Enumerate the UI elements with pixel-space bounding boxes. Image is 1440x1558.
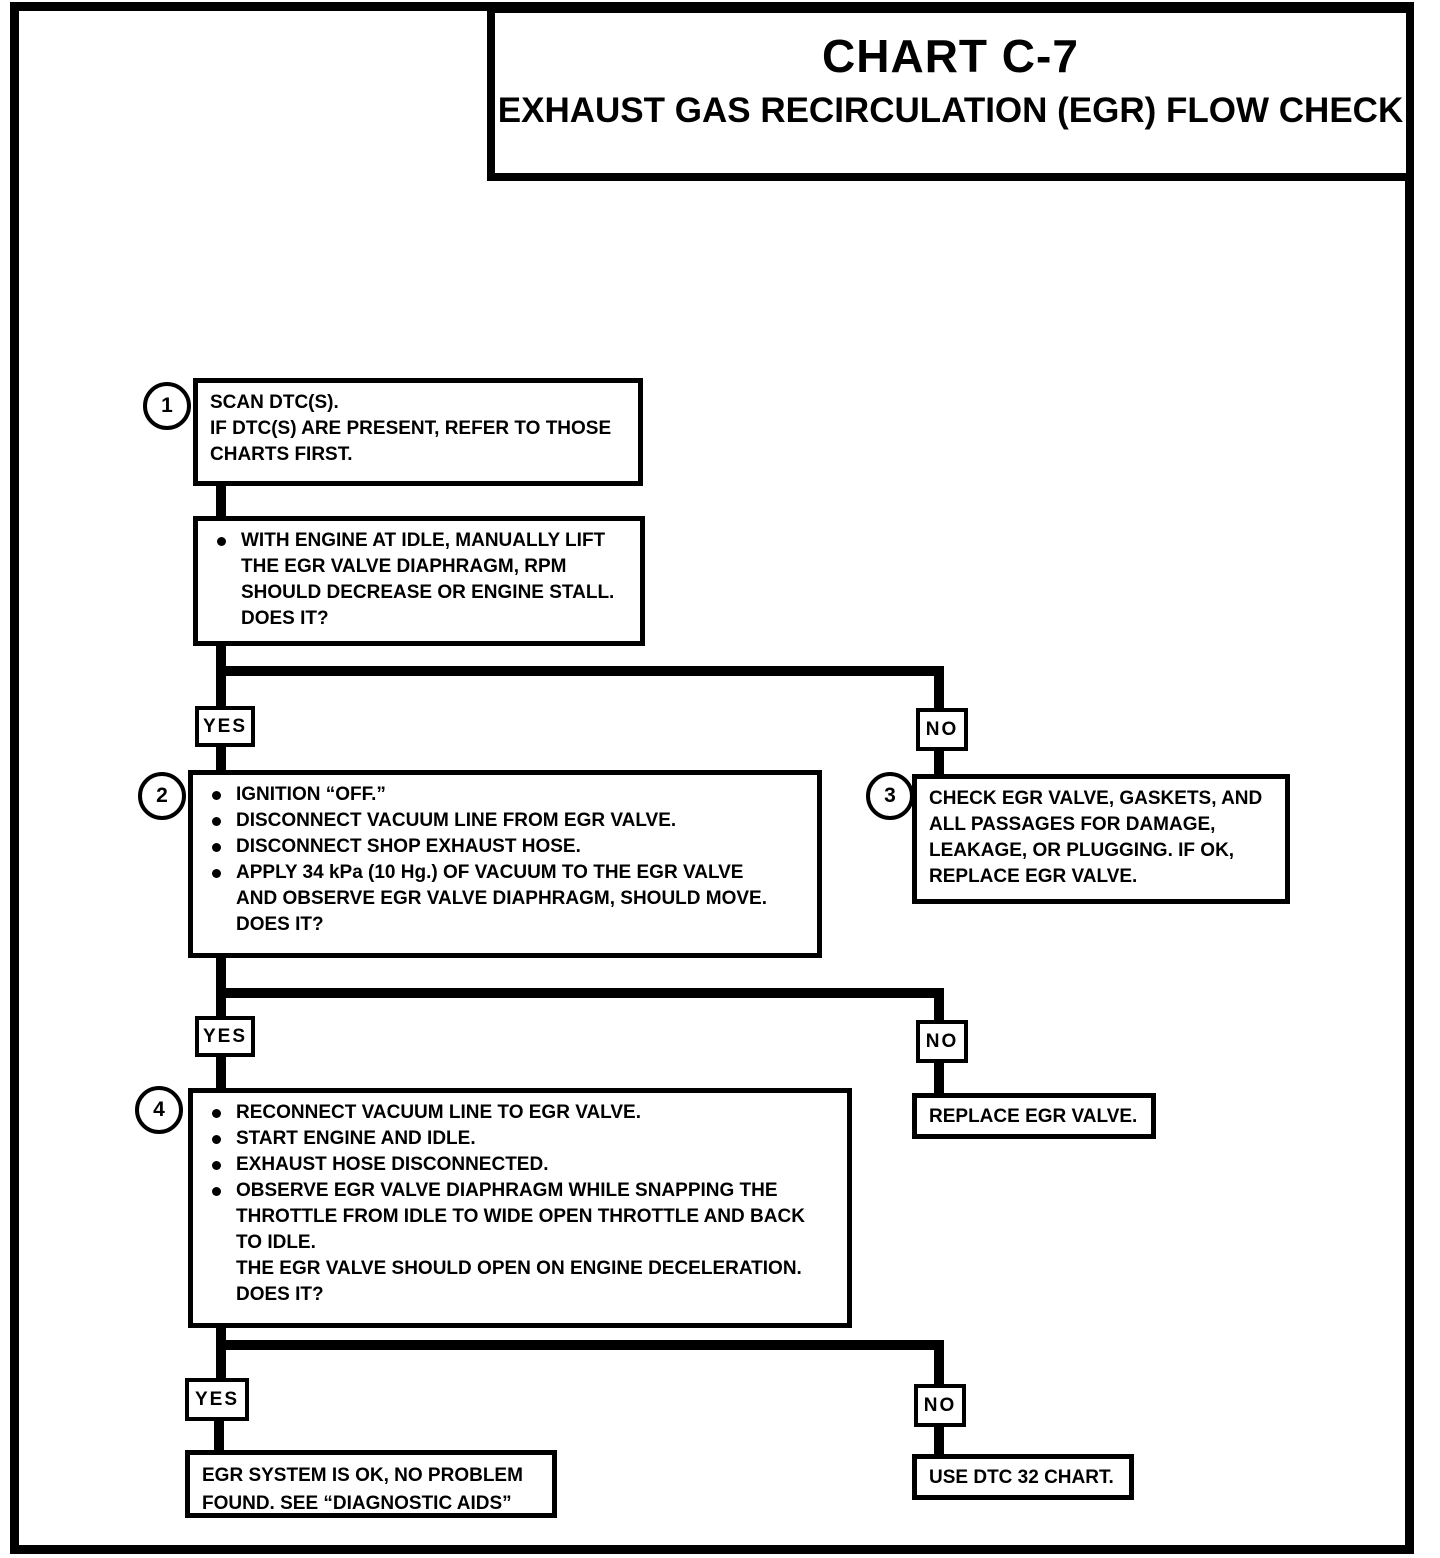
connector	[934, 749, 944, 777]
bullet-icon	[212, 1135, 221, 1144]
bullet-row: WITH ENGINE AT IDLE, MANUALLY LIFT THE E…	[210, 528, 632, 632]
step-4-number: 4	[135, 1086, 183, 1134]
bullet-icon	[212, 869, 221, 878]
connector	[216, 666, 944, 676]
connector	[216, 484, 226, 518]
bullet-icon	[212, 1187, 221, 1196]
chart-title: CHART C-7	[822, 30, 1079, 82]
branch-2-no-label: NO	[916, 1020, 968, 1063]
bullet-icon	[217, 537, 226, 546]
branch-2-yes-label: YES	[195, 1016, 255, 1057]
node-snap-throttle-test: RECONNECT VACUUM LINE TO EGR VALVE. STAR…	[188, 1088, 852, 1328]
bullet-row: APPLY 34 kPa (10 Hg.) OF VACUUM TO THE E…	[205, 860, 809, 938]
bullet-row: RECONNECT VACUUM LINE TO EGR VALVE.	[205, 1100, 839, 1126]
bullet-row: IGNITION “OFF.”	[205, 782, 809, 808]
connector	[934, 1340, 944, 1386]
connector	[934, 1425, 944, 1456]
connector	[934, 1061, 944, 1095]
branch-1-no-label: NO	[916, 708, 968, 751]
bullet-icon	[212, 1161, 221, 1170]
node-scan-dtc: SCAN DTC(S). IF DTC(S) ARE PRESENT, REFE…	[193, 378, 643, 486]
branch-1-yes-label: YES	[195, 706, 255, 747]
bullet-row: START ENGINE AND IDLE.	[205, 1126, 839, 1152]
connector	[934, 666, 944, 710]
bullet-icon	[212, 791, 221, 800]
connector	[216, 1055, 226, 1090]
bullet-icon	[212, 817, 221, 826]
connector	[216, 1340, 944, 1350]
branch-3-yes-label: YES	[185, 1378, 249, 1421]
connector	[216, 644, 226, 708]
node-use-dtc32-chart: USE DTC 32 CHART.	[912, 1454, 1134, 1500]
bullet-row: DISCONNECT VACUUM LINE FROM EGR VALVE.	[205, 808, 809, 834]
chart-subtitle: EXHAUST GAS RECIRCULATION (EGR) FLOW CHE…	[497, 91, 1404, 130]
step-3-number: 3	[866, 772, 914, 820]
node-idle-lift-check: WITH ENGINE AT IDLE, MANUALLY LIFT THE E…	[193, 516, 645, 646]
connector	[216, 988, 944, 998]
bullet-icon	[212, 843, 221, 852]
bullet-row: EXHAUST HOSE DISCONNECTED.	[205, 1152, 839, 1178]
connector	[216, 1326, 226, 1380]
step-2-number: 2	[138, 772, 186, 820]
connector	[214, 1419, 224, 1452]
node-replace-egr-valve: REPLACE EGR VALVE.	[912, 1093, 1156, 1139]
node-vacuum-test: IGNITION “OFF.” DISCONNECT VACUUM LINE F…	[188, 770, 822, 958]
node-check-egr-valve: CHECK EGR VALVE, GASKETS, AND ALL PASSAG…	[912, 774, 1290, 904]
connector	[216, 956, 226, 1018]
bullet-row: OBSERVE EGR VALVE DIAPHRAGM WHILE SNAPPI…	[205, 1178, 839, 1308]
connector	[216, 745, 226, 774]
chart-title-box: CHART C-7 EXHAUST GAS RECIRCULATION (EGR…	[487, 5, 1414, 181]
connector	[934, 988, 944, 1022]
bullet-icon	[212, 1109, 221, 1118]
branch-3-no-label: NO	[914, 1384, 966, 1427]
node-egr-system-ok: EGR SYSTEM IS OK, NO PROBLEM FOUND. SEE …	[185, 1450, 557, 1518]
step-1-number: 1	[143, 382, 191, 430]
bullet-row: DISCONNECT SHOP EXHAUST HOSE.	[205, 834, 809, 860]
